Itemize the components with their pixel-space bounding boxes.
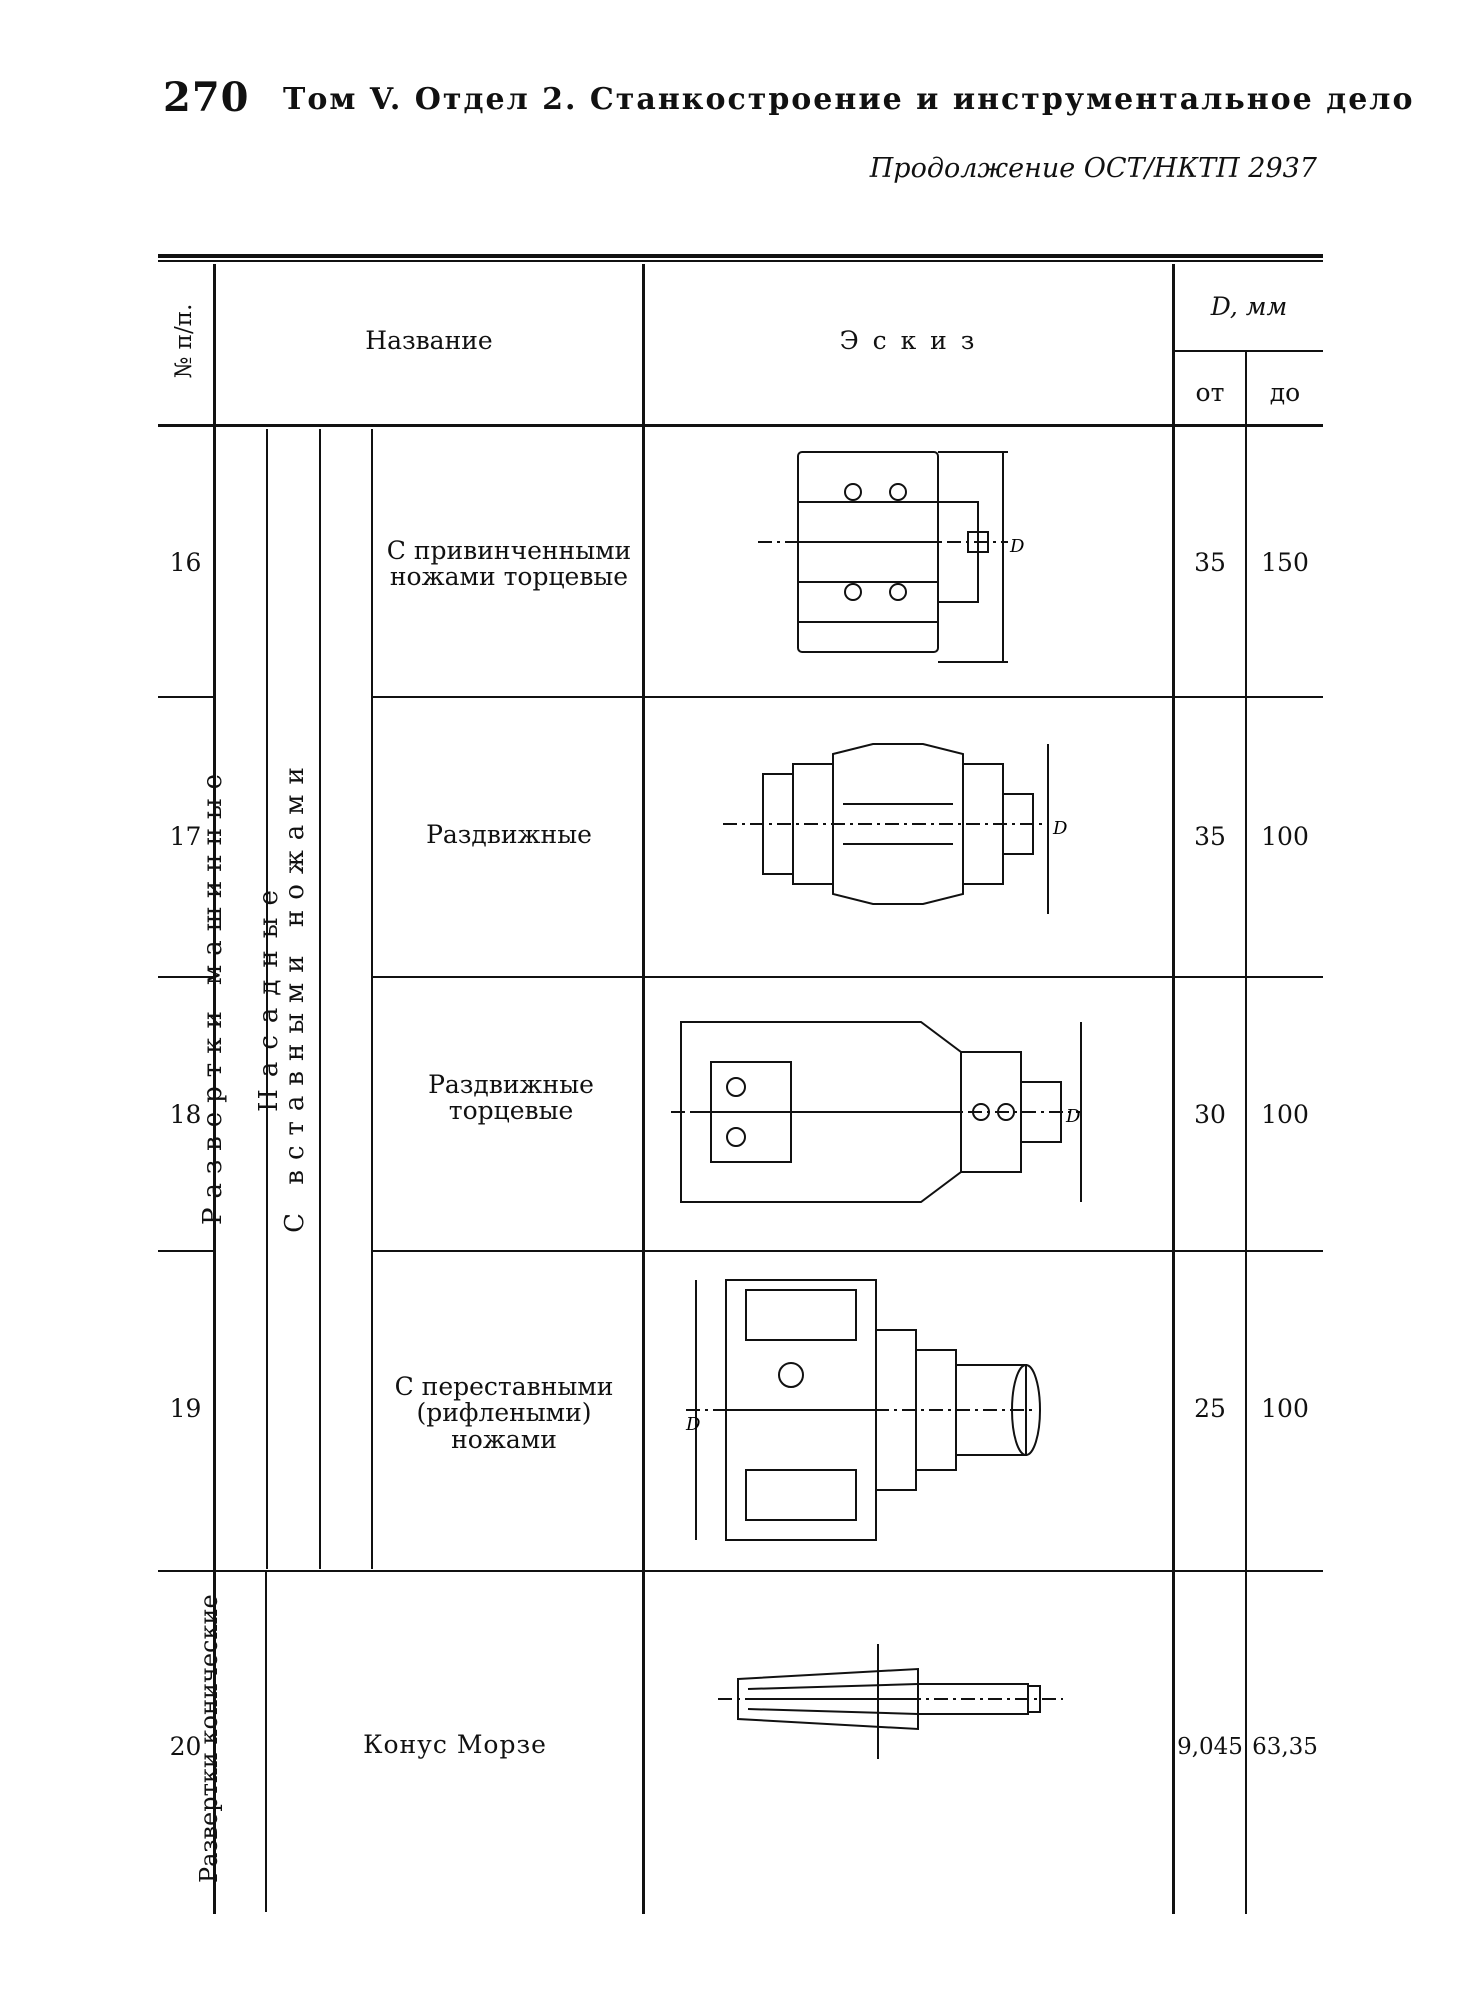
row-rule	[158, 1570, 1323, 1572]
group-inserted-blades: С вставными ножами	[280, 757, 310, 1233]
header-number: № п/п.	[171, 303, 197, 379]
dimension-label: D	[1009, 536, 1025, 557]
row-name: С переставными (рифлеными) ножами	[394, 1372, 614, 1454]
continuation-note: Продолжение ОСТ/НКТП 2937	[869, 153, 1317, 184]
row-rule	[371, 1250, 1323, 1252]
reamer-table: № п/п. Название Э с к и з D, мм от до Ра…	[158, 254, 1323, 1914]
row-number: 16	[169, 548, 202, 577]
page-number: 270	[163, 74, 250, 121]
header-to: до	[1269, 378, 1301, 407]
row-from: 30	[1194, 1100, 1226, 1129]
col-rule	[1172, 264, 1175, 1914]
row-rule	[371, 976, 1323, 978]
row-to: 150	[1261, 548, 1309, 577]
col-rule	[642, 264, 645, 1914]
morse-taper-reamer-icon	[718, 1634, 1078, 1764]
row-from: 35	[1194, 822, 1226, 851]
reamer-adjustable-blades-icon: D	[685, 1270, 1046, 1560]
row-from: 9,045	[1177, 1734, 1243, 1760]
col-rule	[266, 429, 268, 1569]
diameter-header-rule	[1172, 350, 1323, 352]
svg-text:D: D	[685, 1414, 701, 1435]
group-machine-reamers: Развертки машинные	[198, 764, 228, 1226]
row-name: Раздвижные	[426, 820, 592, 849]
header-diameter: D, мм	[1210, 292, 1288, 321]
row-number: 20	[169, 1732, 202, 1761]
row-rule	[371, 696, 1323, 698]
row-number: 18	[169, 1100, 202, 1129]
row-to: 100	[1261, 822, 1309, 851]
col-rule	[213, 264, 216, 1914]
header-sketch: Э с к и з	[839, 326, 978, 355]
row-name: С привинченными ножами торцевые	[386, 536, 632, 592]
row-from: 35	[1194, 548, 1226, 577]
svg-text:D: D	[1065, 1106, 1081, 1127]
row-to: 100	[1261, 1100, 1309, 1129]
reamer-screwed-blades-face-icon: D	[758, 442, 1025, 682]
svg-text:D: D	[1052, 818, 1068, 839]
row-name: Раздвижные торцевые	[428, 1070, 594, 1126]
reamer-expanding-icon: D	[723, 734, 1068, 944]
col-rule	[319, 429, 321, 1569]
row-name: Конус Морзе	[363, 1730, 547, 1759]
table-top-rule	[158, 254, 1323, 258]
row-from: 25	[1194, 1394, 1226, 1423]
header-name: Название	[365, 326, 493, 355]
row-number: 19	[169, 1394, 202, 1423]
row-to: 63,35	[1252, 1734, 1318, 1760]
col-rule	[371, 429, 373, 1569]
header-from: от	[1195, 378, 1225, 407]
reamer-expanding-face-icon: D	[671, 1012, 1101, 1222]
row-to: 100	[1261, 1394, 1309, 1423]
table-top-rule-thin	[158, 260, 1323, 262]
row-number: 17	[169, 822, 202, 851]
col-rule	[265, 1572, 267, 1912]
col-rule	[1245, 352, 1247, 1914]
running-head: Том V. Отдел 2. Станкостроение и инструм…	[283, 82, 1415, 117]
header-bottom-rule	[158, 424, 1323, 427]
